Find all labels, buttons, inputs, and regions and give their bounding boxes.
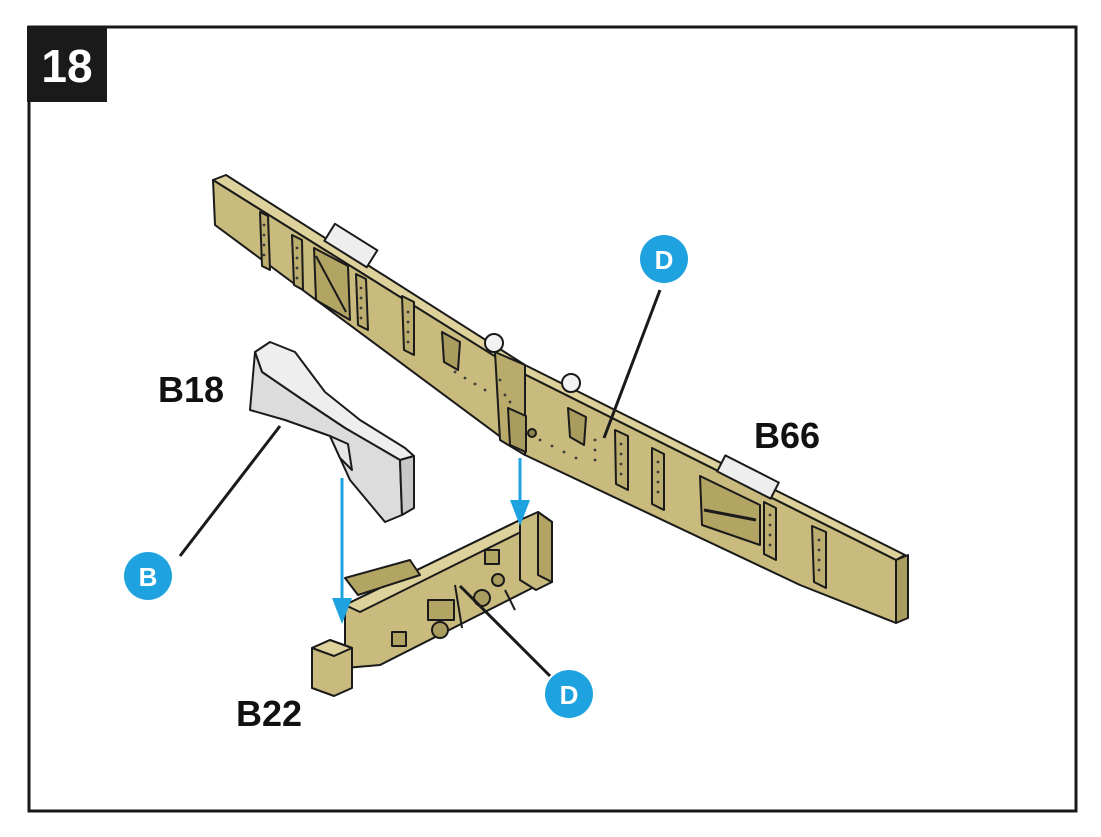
part-b66 [212, 174, 909, 624]
label-b18: B18 [158, 369, 224, 410]
leader-line-b [178, 425, 282, 557]
part-b18 [249, 341, 415, 523]
b66-rivets [262, 223, 821, 572]
callout-d-top: D [640, 235, 688, 283]
step-badge: 18 [27, 26, 107, 102]
callout-b-text: B [139, 562, 158, 592]
callout-d-bottom: D [545, 670, 593, 718]
callout-d-top-text: D [655, 245, 674, 275]
callout-d-bottom-text: D [560, 680, 579, 710]
assembly-arrow-left [332, 478, 352, 624]
callout-b: B [124, 552, 172, 600]
label-b66: B66 [754, 415, 820, 456]
assembly-arrow-right [510, 458, 530, 526]
label-b22: B22 [236, 693, 302, 734]
step-number: 18 [41, 40, 92, 92]
leader-line-d-top [602, 289, 662, 439]
leader-line-d-bottom [458, 584, 552, 678]
